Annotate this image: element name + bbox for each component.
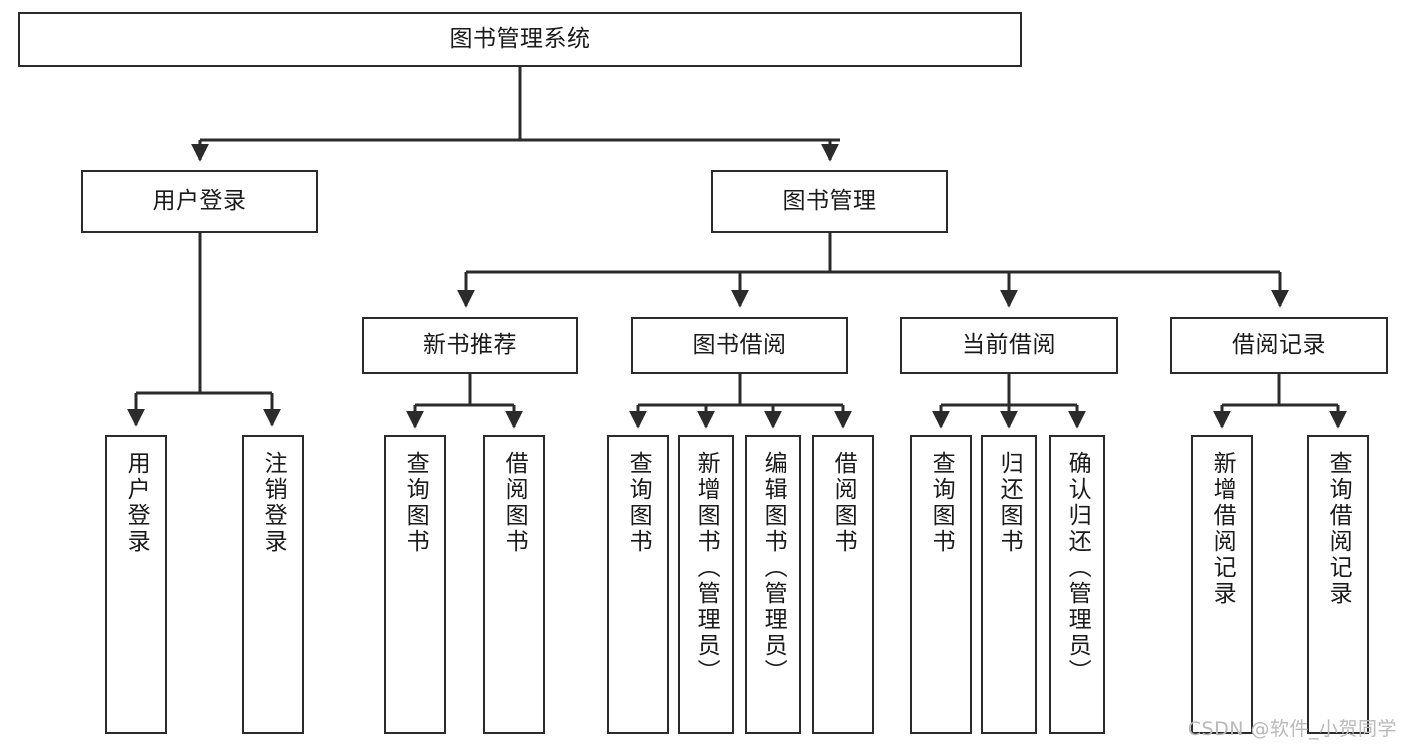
node-leaf-add-record[interactable]: 新增借阅记录 [1191, 435, 1253, 734]
node-new-book-recommend[interactable]: 新书推荐 [362, 317, 578, 374]
node-leaf-query-book-1-label: 查询图书 [402, 451, 429, 555]
node-leaf-borrow-book-2[interactable]: 借阅图书 [812, 435, 874, 734]
node-leaf-user-logout-label: 注销登录 [260, 451, 287, 555]
node-book-management-label: 图书管理 [782, 187, 877, 214]
node-new-book-recommend-label: 新书推荐 [423, 331, 517, 358]
node-leaf-query-book-1[interactable]: 查询图书 [384, 435, 446, 734]
node-user-login-label: 用户登录 [152, 187, 247, 214]
node-book-management[interactable]: 图书管理 [711, 170, 948, 233]
node-leaf-query-record[interactable]: 查询借阅记录 [1307, 435, 1369, 734]
node-current-borrow-label: 当前借阅 [962, 331, 1056, 358]
node-leaf-query-record-label: 查询借阅记录 [1325, 451, 1352, 607]
node-leaf-query-book-2[interactable]: 查询图书 [607, 435, 669, 734]
node-leaf-return-book-label: 归还图书 [996, 451, 1023, 555]
node-leaf-add-book-label: 新增图书（管理员） [693, 451, 720, 685]
node-book-borrow[interactable]: 图书借阅 [631, 317, 848, 374]
node-leaf-confirm-return-label: 确认归还（管理员） [1064, 451, 1091, 685]
node-leaf-confirm-return[interactable]: 确认归还（管理员） [1049, 435, 1105, 734]
node-user-login[interactable]: 用户登录 [81, 170, 318, 233]
node-leaf-query-book-3-label: 查询图书 [928, 451, 955, 555]
node-leaf-query-book-2-label: 查询图书 [625, 451, 652, 555]
node-leaf-borrow-book-1-label: 借阅图书 [501, 451, 528, 555]
node-current-borrow[interactable]: 当前借阅 [900, 317, 1118, 374]
node-leaf-return-book[interactable]: 归还图书 [981, 435, 1037, 734]
node-leaf-user-login[interactable]: 用户登录 [105, 435, 167, 734]
node-leaf-user-login-label: 用户登录 [123, 451, 150, 555]
node-root[interactable]: 图书管理系统 [18, 12, 1022, 67]
node-leaf-edit-book-label: 编辑图书（管理员） [760, 451, 787, 685]
node-leaf-query-book-3[interactable]: 查询图书 [910, 435, 972, 734]
node-root-label: 图书管理系统 [449, 25, 591, 52]
node-leaf-edit-book[interactable]: 编辑图书（管理员） [745, 435, 801, 734]
node-book-borrow-label: 图书借阅 [692, 331, 787, 358]
node-leaf-borrow-book-1[interactable]: 借阅图书 [483, 435, 545, 734]
node-borrow-record[interactable]: 借阅记录 [1170, 317, 1388, 374]
node-borrow-record-label: 借阅记录 [1232, 331, 1326, 358]
node-leaf-add-book[interactable]: 新增图书（管理员） [678, 435, 734, 734]
node-leaf-user-logout[interactable]: 注销登录 [242, 435, 304, 734]
node-leaf-add-record-label: 新增借阅记录 [1209, 451, 1236, 607]
watermark-text: CSDN @软件_小贺同学 [1187, 718, 1397, 740]
node-leaf-borrow-book-2-label: 借阅图书 [830, 451, 857, 555]
